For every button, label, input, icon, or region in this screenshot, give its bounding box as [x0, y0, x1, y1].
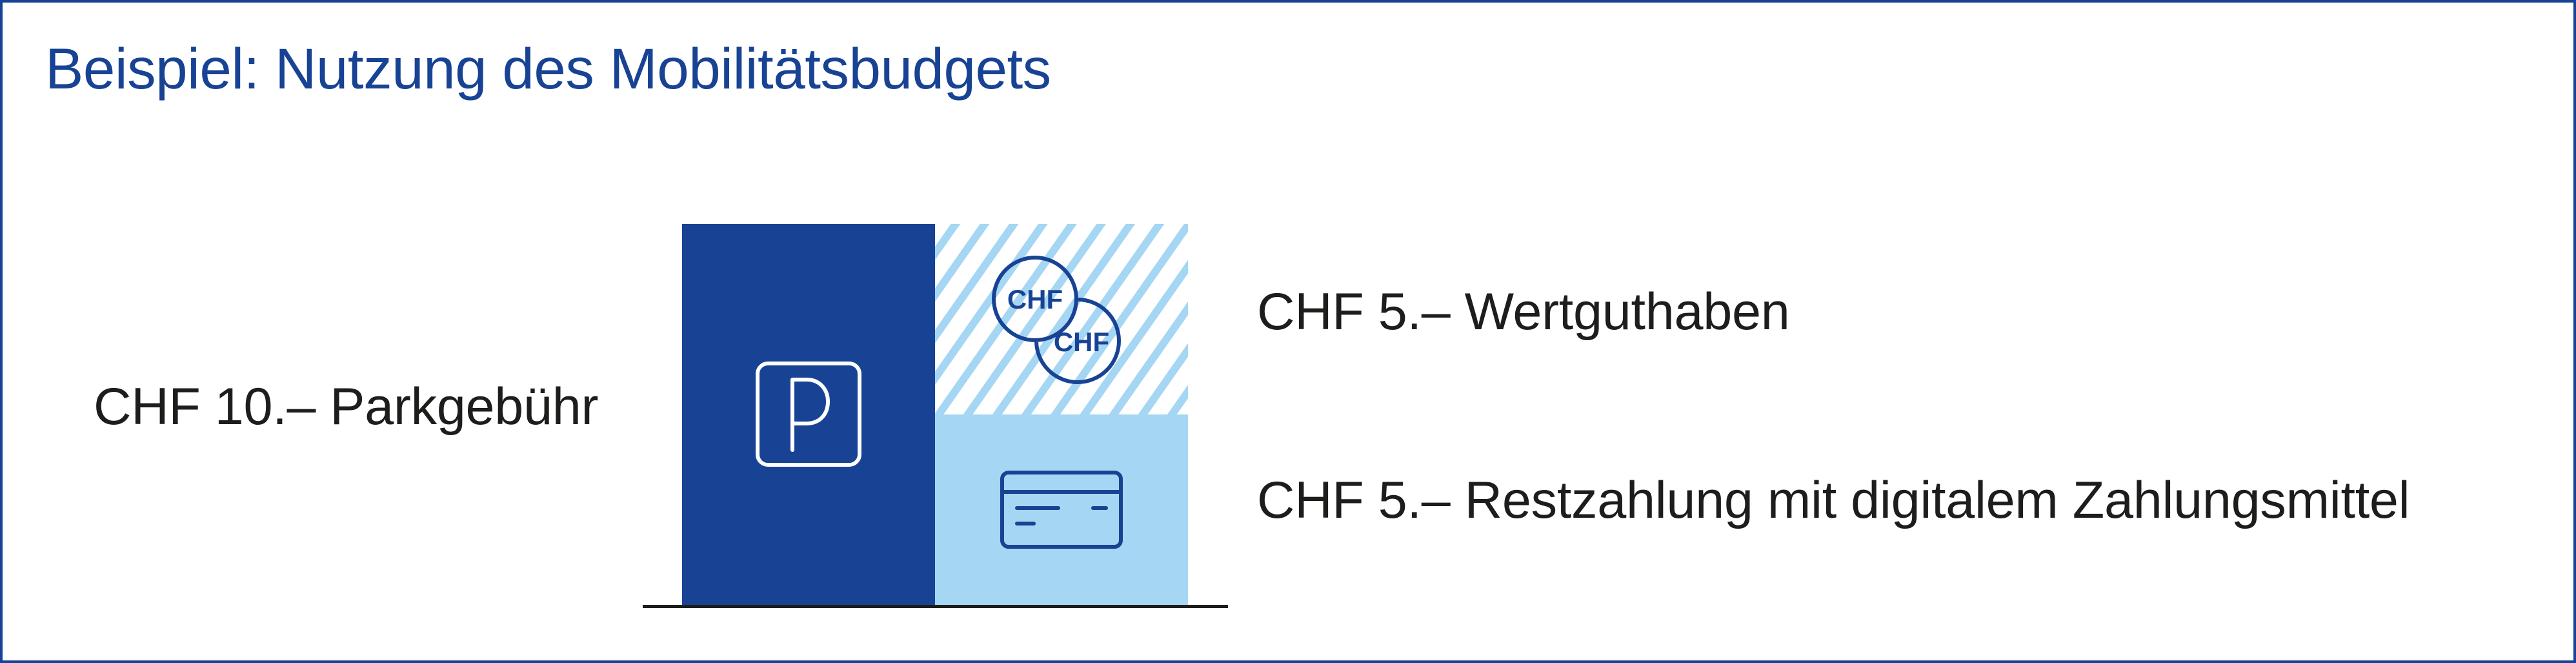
diagram-title: Beispiel: Nutzung des Mobilitätsbudgets	[45, 36, 1051, 101]
budget-bar-diagram: CHF CHF	[643, 224, 1228, 608]
coin-front-label: CHF	[1007, 284, 1063, 314]
baseline	[643, 605, 1228, 608]
chf-coins-icon: CHF CHF	[992, 256, 1121, 384]
parking-sign-icon	[756, 362, 861, 467]
parking-fee-bar	[682, 224, 935, 605]
remaining-payment-bar	[935, 414, 1188, 605]
credit-card-icon	[1000, 471, 1123, 549]
credit-label: CHF 5.– Wertguthaben	[1257, 283, 1790, 341]
remaining-payment-label: CHF 5.– Restzahlung mit digitalem Zahlun…	[1257, 471, 2410, 529]
coin-back-label: CHF	[1054, 327, 1109, 357]
parking-fee-label: CHF 10.– Parkgebühr	[94, 378, 599, 436]
